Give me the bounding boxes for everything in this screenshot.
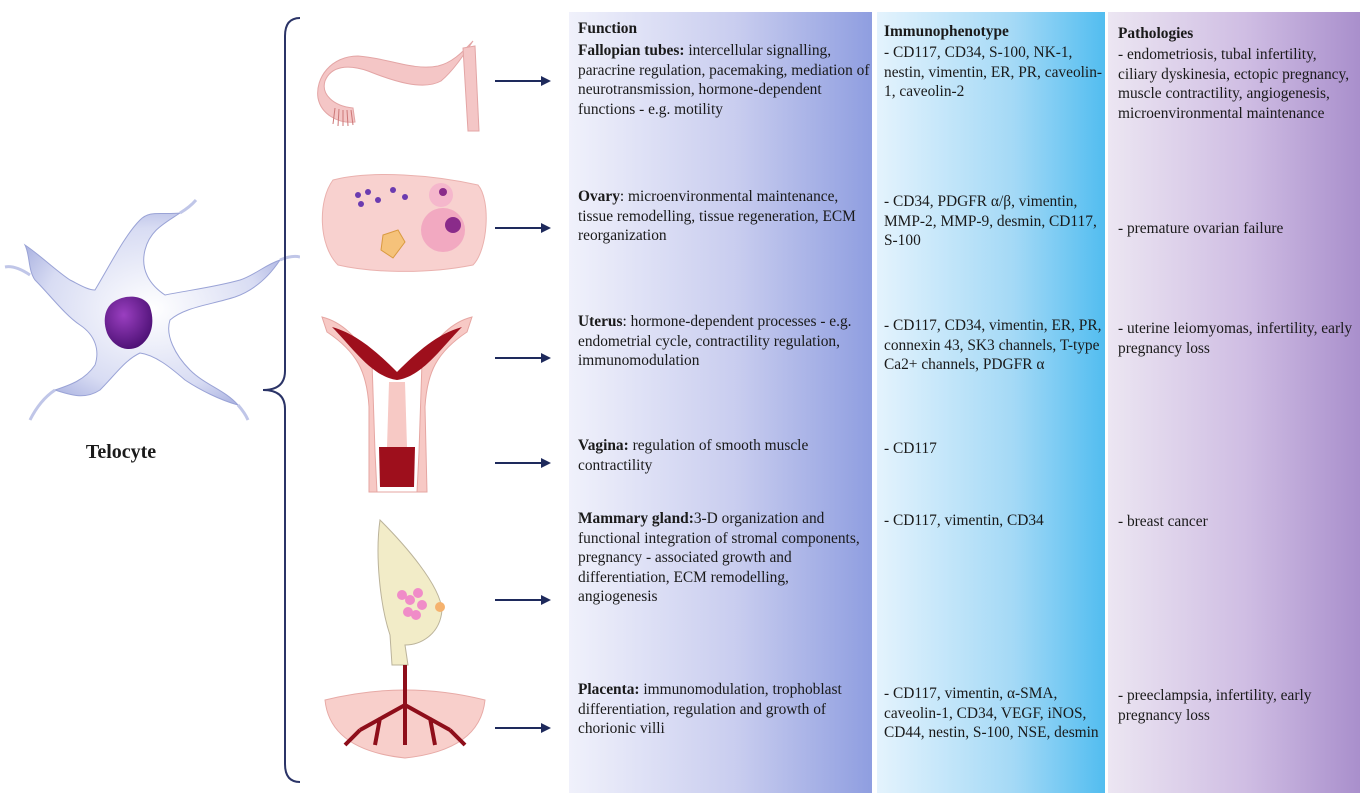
pathologies-cell-mammary-gland: - breast cancer [1118, 512, 1354, 532]
function-text: : microenvironmental maintenance, tissue… [578, 188, 856, 244]
function-column [569, 12, 872, 793]
immunophenotype-cell-ovary: - CD34, PDGFR α/β, vimentin, MMP-2, MMP-… [884, 192, 1102, 251]
organ-name: Vagina: [578, 437, 629, 454]
function-cell-vagina: Vagina: regulation of smooth muscle cont… [578, 436, 870, 475]
pathologies-cell-uterus: - uterine leiomyomas, infertility, early… [1118, 319, 1354, 358]
mammary-gland-illustration [360, 515, 450, 670]
function-cell-placenta: Placenta: immunomodulation, trophoblast … [578, 680, 870, 739]
immunophenotype-cell-mammary-gland: - CD117, vimentin, CD34 [884, 511, 1102, 531]
organ-name: Uterus [578, 313, 622, 330]
pathologies-cell-fallopian-tubes: - endometriosis, tubal infertility, cili… [1118, 45, 1354, 123]
grouping-bracket [255, 16, 305, 786]
function-header: Function [578, 19, 870, 39]
pathologies-header: Pathologies [1118, 24, 1354, 44]
arrow-icon [495, 222, 551, 234]
pathologies-cell-placenta: - preeclampsia, infertility, early pregn… [1118, 686, 1354, 725]
immunophenotype-header: Immunophenotype [884, 22, 1102, 42]
arrow-icon [495, 352, 551, 364]
arrow-icon [495, 75, 551, 87]
organ-name: Mammary gland: [578, 510, 694, 527]
immunophenotype-cell-placenta: - CD117, vimentin, α-SMA, caveolin-1, CD… [884, 684, 1102, 793]
immunophenotype-cell-fallopian-tubes: - CD117, CD34, S-100, NK-1, nestin, vime… [884, 43, 1102, 102]
pathologies-column [1108, 12, 1360, 793]
pathologies-cell-ovary: - premature ovarian failure [1118, 219, 1354, 239]
arrow-icon [495, 594, 551, 606]
fallopian-tube-illustration [313, 36, 483, 136]
function-cell-ovary: Ovary: microenvironmental maintenance, t… [578, 187, 870, 246]
organ-name: Ovary [578, 188, 620, 205]
function-cell-fallopian-tubes: Fallopian tubes: intercellular signallin… [578, 41, 870, 119]
arrow-icon [495, 457, 551, 469]
function-cell-mammary-gland: Mammary gland:3-D organization and funct… [578, 509, 870, 607]
arrow-icon [495, 722, 551, 734]
ovary-illustration [313, 170, 493, 275]
function-cell-uterus: Uterus: hormone-dependent processes - e.… [578, 312, 870, 371]
organ-name: Placenta: [578, 681, 640, 698]
telocyte-label: Telocyte [56, 441, 186, 464]
immunophenotype-cell-vagina: - CD117 [884, 439, 1102, 459]
placenta-illustration [320, 660, 490, 765]
organ-name: Fallopian tubes: [578, 42, 684, 59]
immunophenotype-cell-uterus: - CD117, CD34, vimentin, ER, PR, connexi… [884, 316, 1102, 375]
uterus-illustration [317, 312, 477, 497]
immunophenotype-column [877, 12, 1105, 793]
